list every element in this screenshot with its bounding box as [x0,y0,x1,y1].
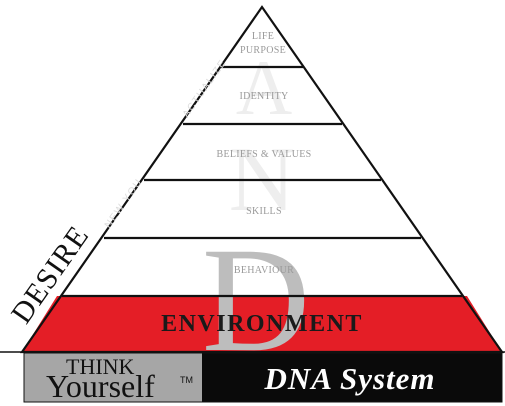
brand-yourself: Yourself [46,368,155,404]
level-behaviour: BEHAVIOUR [234,265,294,276]
watermark-letter-a: A [236,44,292,131]
brand-dna-system: DNA System [263,361,435,396]
level-beliefs-values: BELIEFS & VALUES [217,149,312,160]
level-environment: ENVIRONMENT [161,311,363,337]
level-purpose: PURPOSE [240,45,286,56]
level-identity: IDENTITY [239,91,288,102]
level-life: LIFE [252,31,274,42]
brand-dark-box [202,353,502,402]
brand-grey-box [24,353,202,402]
side-label-new-you: NEW YOU [103,177,145,231]
brand-bar-border [23,352,503,403]
brand-think: THINK [66,354,135,379]
level-skills: SKILLS [246,206,282,217]
brand-tm: TM [180,375,193,385]
pyramid-outline [19,5,505,354]
side-label-actualize: ACTUALIZE [181,57,229,119]
environment-band [22,296,502,352]
